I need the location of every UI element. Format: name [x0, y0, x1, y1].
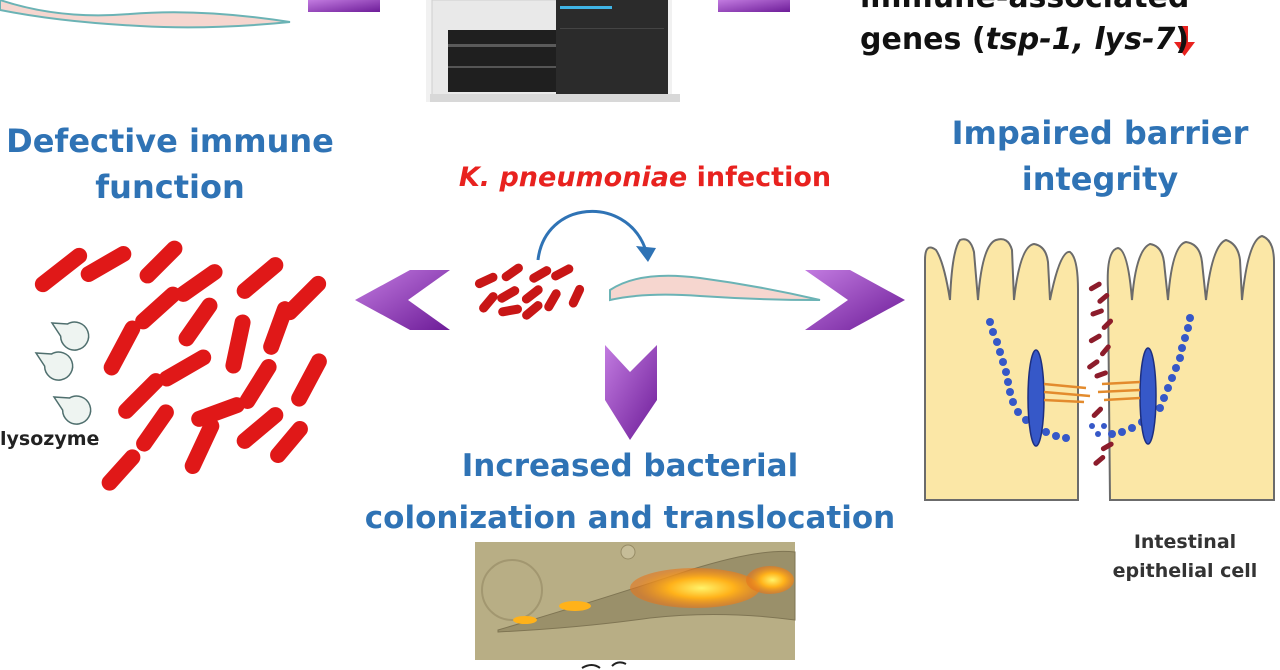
center-title-rest: infection: [687, 162, 832, 193]
right-heading-line1: Impaired barrier: [951, 114, 1249, 152]
center-title-species: K. pneumoniae: [458, 162, 688, 193]
bottom-heading: Increased bacterial colonization and tra…: [330, 440, 930, 544]
left-heading-line2: function: [95, 168, 245, 206]
center-title: K. pneumoniae infection: [440, 162, 850, 193]
microscopy-image: [475, 542, 796, 660]
left-heading-line1: Defective immune: [6, 122, 334, 160]
top-right-genes-line: genes (tsp-1, lys-7): [860, 20, 1189, 60]
sequencer-machine: [426, 0, 680, 102]
genes-prefix: genes (: [860, 22, 986, 57]
chevron-left-icon: [355, 270, 450, 330]
worm-center: [609, 274, 821, 302]
bacteria-cluster-center: [474, 263, 585, 320]
bottom-fragment: [581, 661, 627, 669]
epithelial-cell-left: [924, 238, 1079, 501]
translocating-bacteria: [1087, 281, 1114, 466]
left-heading: Defective immune function: [0, 118, 340, 210]
top-arrow-left-fragment: [308, 0, 380, 12]
lysozyme-shapes: [34, 321, 92, 425]
bacteria-cluster-left: [34, 240, 327, 491]
cell-label: Intestinal epithelial cell: [1100, 528, 1270, 586]
right-heading: Impaired barrier integrity: [930, 110, 1270, 202]
top-arrow-right-fragment: [718, 0, 790, 12]
worm-top-left: [0, 0, 291, 29]
junction-fibers: [1043, 380, 1141, 404]
chevron-down-icon: [605, 345, 657, 440]
cell-label-line1: Intestinal: [1133, 531, 1237, 553]
cell-label-line2: epithelial cell: [1112, 560, 1258, 582]
down-arrow-icon: [1174, 26, 1195, 56]
genes-names: tsp-1, lys-7: [985, 22, 1176, 57]
genes-suffix: ): [1175, 22, 1190, 57]
lysozyme-label: lysozyme: [0, 428, 100, 450]
bottom-heading-line2: colonization and translocation: [364, 500, 896, 536]
tight-junction-plates: [1027, 347, 1157, 447]
curved-arrow-icon: [536, 209, 656, 262]
epithelial-cell-right: [1106, 234, 1275, 501]
bottom-heading-line1: Increased bacterial: [461, 448, 799, 484]
top-right-line1: immune-associated: [860, 0, 1189, 18]
chevron-right-icon: [805, 270, 905, 330]
right-heading-line2: integrity: [1021, 160, 1179, 198]
